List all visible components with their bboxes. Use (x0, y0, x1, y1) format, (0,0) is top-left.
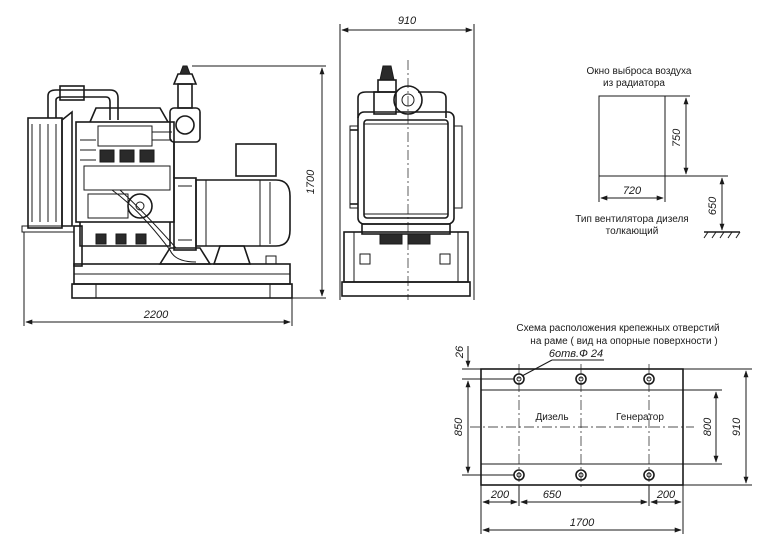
front-width-text: 910 (398, 15, 417, 27)
side-length-text: 2200 (143, 309, 169, 321)
frame-inner-text: 800 (702, 417, 714, 436)
mounting-hole (575, 373, 587, 385)
mounting-scheme: Схема расположения крепежных отверстий н… (453, 323, 752, 534)
mounting-hole (643, 469, 655, 481)
frame-length-text: 1700 (570, 517, 595, 529)
diesel-label: Дизель (535, 412, 568, 423)
window-width-text: 720 (623, 185, 642, 197)
window-title-line1: Окно выброса воздуха (586, 65, 691, 77)
fan-height-text: 650 (707, 196, 719, 215)
frame-outer-text: 910 (731, 417, 743, 436)
seg-left-text: 200 (490, 489, 510, 501)
hole-spec-text: 6отв.Ф 24 (549, 348, 603, 360)
window-height-text: 750 (671, 128, 683, 147)
window-title-line2: из радиатора (603, 78, 665, 89)
mounting-hole (643, 373, 655, 385)
seg-right-text: 200 (656, 489, 676, 501)
hole-top-offset-text: 26 (454, 345, 466, 359)
side-length-dimension: 2200 (23, 232, 293, 326)
air-window-block: Окно выброса воздуха из радиатора 750 72… (575, 65, 741, 239)
seg-mid-text: 650 (543, 489, 562, 501)
fan-type-line1: Тип вентилятора дизеля (575, 214, 688, 225)
side-view (21, 65, 293, 299)
front-view (341, 60, 471, 300)
scheme-title-line1: Схема расположения крепежных отверстий (516, 323, 719, 334)
fan-type-line2: толкающий (606, 226, 659, 237)
mounting-hole (575, 469, 587, 481)
generator-label: Генератор (616, 412, 664, 423)
side-height-text: 1700 (305, 169, 317, 194)
side-height-dimension: 1700 (192, 65, 326, 299)
front-width-dimension: 910 (339, 15, 475, 300)
scheme-title-line2: на раме ( вид на опорные поверхности ) (530, 336, 717, 347)
frame-height-text: 850 (453, 417, 465, 436)
